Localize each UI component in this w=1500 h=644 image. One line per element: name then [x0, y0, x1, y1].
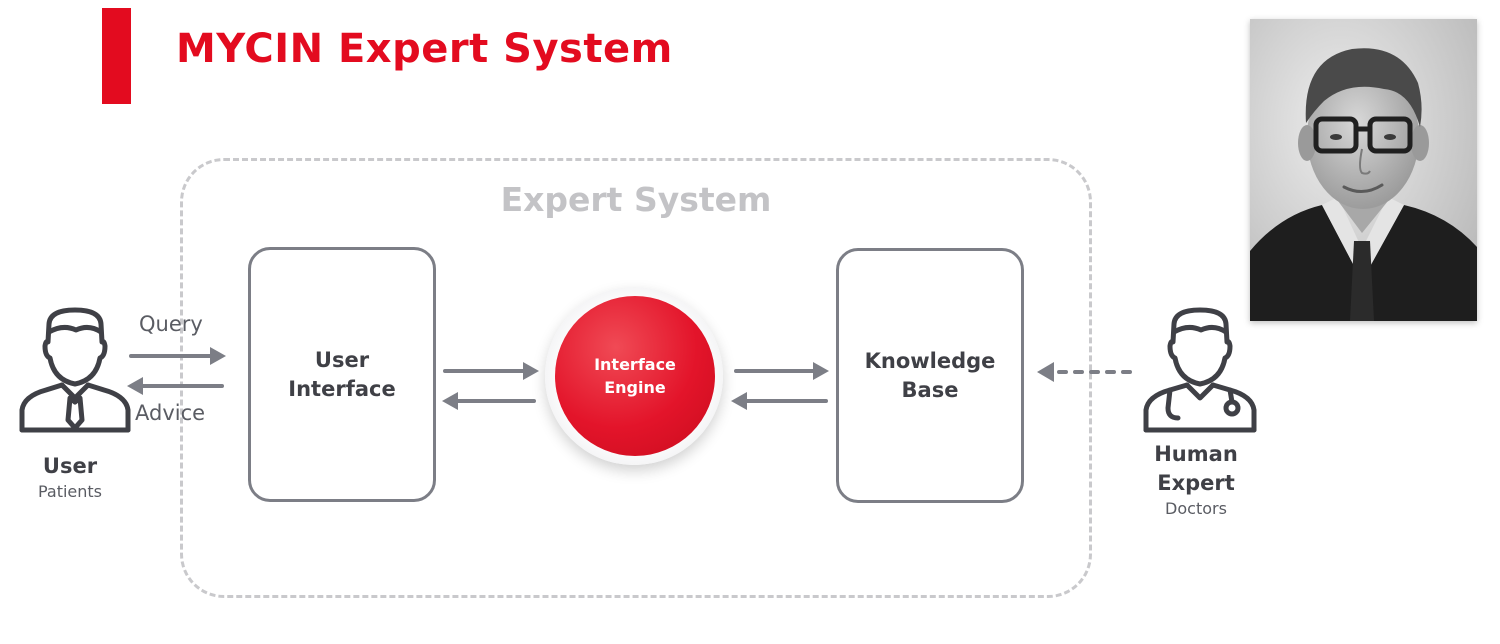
ui-to-engine-arrow — [443, 362, 539, 380]
knowledge-base-label-line1: Knowledge — [864, 348, 996, 373]
query-arrow — [129, 347, 226, 365]
engine-label-line1: Interface — [594, 355, 676, 374]
expert-role: Doctors — [1165, 499, 1227, 518]
businessman-icon — [19, 307, 131, 433]
user-interface-label-line1: User — [314, 347, 370, 372]
interface-engine-circle: Interface Engine — [555, 296, 715, 456]
doctor-icon — [1143, 307, 1257, 433]
engine-to-kb-arrow — [734, 362, 829, 380]
engine-label-line2: Engine — [604, 378, 666, 397]
user-label-group: User Patients — [10, 452, 130, 503]
advice-label: Advice — [135, 401, 206, 425]
expert-name-line1: Human — [1154, 442, 1238, 466]
expert-system-label: Expert System — [500, 180, 772, 219]
portrait-photo — [1250, 19, 1477, 321]
expert-label-group: Human Expert Doctors — [1126, 440, 1266, 520]
user-name: User — [42, 454, 98, 478]
user-role: Patients — [37, 482, 103, 501]
knowledge-base-label-line2: Base — [901, 377, 959, 402]
expert-system-boundary — [180, 158, 1092, 598]
engine-to-ui-arrow — [442, 392, 536, 410]
advice-arrow — [127, 377, 224, 395]
user-interface-box: User Interface — [248, 247, 436, 502]
kb-to-engine-arrow — [731, 392, 828, 410]
title-accent-bar — [102, 8, 131, 104]
expert-to-kb-dotted-arrow — [1037, 362, 1132, 382]
expert-name-line2: Expert — [1157, 471, 1235, 495]
slide-title: MYCIN Expert System — [176, 26, 673, 72]
user-interface-label-line2: Interface — [288, 376, 396, 401]
query-label: Query — [139, 312, 203, 336]
knowledge-base-box: Knowledge Base — [836, 248, 1024, 503]
